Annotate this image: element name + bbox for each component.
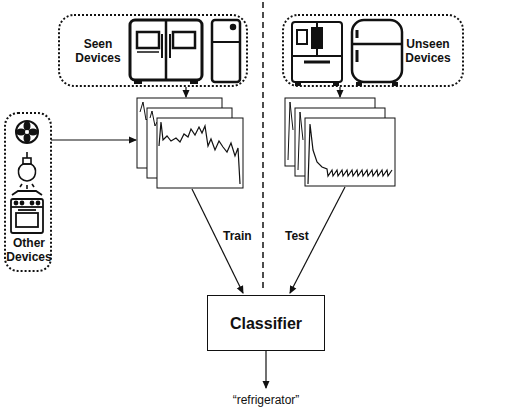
bulb-base xyxy=(23,158,31,164)
fridge-split xyxy=(316,22,318,56)
oven-top xyxy=(12,191,42,195)
other-devices-group: Other Devices xyxy=(4,112,52,272)
fan-hub xyxy=(25,130,29,134)
fridge-panel xyxy=(173,32,195,48)
plot-trace xyxy=(159,122,240,184)
fan-blade xyxy=(28,129,38,136)
flow-arrow xyxy=(51,139,136,140)
side-by-side-fridge-icon xyxy=(130,20,202,84)
oven-body xyxy=(11,199,43,233)
fridge-dispenser xyxy=(137,32,159,48)
oven-knob xyxy=(37,202,40,205)
fridge-dispenser xyxy=(297,30,307,44)
divider-line xyxy=(262,2,264,292)
fridge-body xyxy=(212,20,240,82)
unseen-devices-group: Unseen Devices xyxy=(282,14,464,87)
plot-trace xyxy=(288,102,293,160)
bulb-ray xyxy=(20,184,22,187)
oven-knob xyxy=(15,202,18,205)
classifier-label: Classifier xyxy=(211,314,321,333)
fridge-handle xyxy=(319,28,322,48)
bulb-glass xyxy=(18,164,35,181)
fridge-handle xyxy=(231,25,235,29)
tall-fridge-icon xyxy=(212,20,240,82)
fan-ring xyxy=(16,121,38,143)
plot-frame xyxy=(305,118,395,186)
plot-trace xyxy=(298,112,303,170)
fridge-handle xyxy=(161,34,163,58)
output-label: “refrigerator” xyxy=(231,393,302,407)
fridge-tray xyxy=(137,51,159,53)
oven-panel xyxy=(11,206,43,208)
drawer-handle xyxy=(304,61,330,64)
fan-blade xyxy=(24,133,31,143)
oven-window xyxy=(16,213,38,227)
fridge-split xyxy=(352,43,402,46)
french-door-fridge-icon xyxy=(292,22,342,86)
fridge-body xyxy=(130,20,202,80)
fridge-handle xyxy=(312,28,315,48)
plot-frame xyxy=(157,118,243,188)
fridge-body xyxy=(292,22,342,82)
fridge-foot xyxy=(134,80,142,84)
fridge-split xyxy=(165,20,168,80)
oven-knob xyxy=(31,202,34,205)
oven-handle xyxy=(18,209,36,211)
fridge-body xyxy=(352,20,402,82)
fridge-handle xyxy=(356,30,359,38)
group-label: Unseen Devices xyxy=(400,37,456,65)
flow-arrow xyxy=(185,87,186,97)
fridge-foot xyxy=(190,80,198,84)
classifier-box: Classifier xyxy=(207,295,325,351)
fan-icon xyxy=(16,121,38,143)
fan-blade xyxy=(16,129,26,136)
train-label: Train xyxy=(221,229,254,243)
bulb-ray xyxy=(32,184,34,187)
bulb-cord xyxy=(26,152,28,158)
fridge-handle xyxy=(356,50,359,62)
fridge-handle xyxy=(169,34,171,58)
oven-knob xyxy=(21,202,24,205)
flow-arrow xyxy=(339,87,340,97)
test-label: Test xyxy=(283,229,311,243)
bulb-ray xyxy=(26,185,28,189)
plot-trace xyxy=(150,111,157,126)
seen-devices-group: Seen Devices xyxy=(58,14,248,87)
oven-icon xyxy=(11,191,43,233)
plot-trace xyxy=(308,124,392,184)
group-label: Other Devices xyxy=(6,236,52,264)
train-plot-stack xyxy=(137,98,243,188)
fridge-split xyxy=(212,41,240,43)
flow-arrows xyxy=(51,87,345,388)
group-label: Seen Devices xyxy=(72,37,124,65)
fridge-split xyxy=(292,55,342,57)
test-plot-stack xyxy=(285,98,395,186)
flow-arrow xyxy=(265,351,266,388)
fan-blade xyxy=(24,121,31,131)
bulb-icon xyxy=(18,152,35,189)
retro-fridge-icon xyxy=(352,20,402,86)
